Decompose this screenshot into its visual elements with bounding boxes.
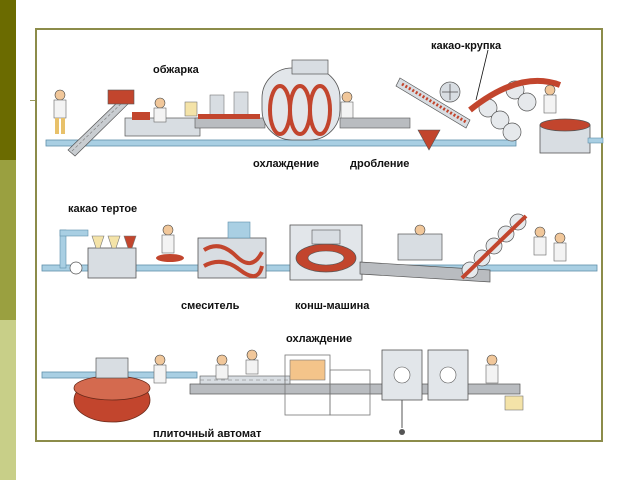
dosing-tank (69, 235, 137, 279)
row-tempering-moulding (41, 349, 524, 435)
feed-hoppers (184, 91, 249, 117)
wrapping-machine (427, 349, 469, 401)
worker-icon (543, 84, 557, 114)
row-mixing-conching (41, 213, 598, 283)
label-crushing: дробление (350, 158, 410, 170)
label-conche: конш-машина (295, 300, 370, 312)
belt-row1-b (339, 117, 411, 129)
moulding-conveyor (189, 375, 521, 395)
worker-icon (533, 226, 547, 256)
crusher-winnower (395, 77, 471, 151)
worker-icon (53, 89, 67, 134)
pointer-line (475, 49, 489, 101)
sidebar-segment-mid (0, 160, 16, 320)
worker-icon (553, 232, 567, 262)
worker-icon (485, 354, 499, 384)
mixer-machine (197, 221, 267, 279)
row-roasting-crushing (45, 49, 604, 157)
pipe-row1-floor (45, 139, 517, 147)
roller-mill (468, 77, 562, 142)
worker-icon (340, 91, 354, 121)
slide-tick-mark (30, 100, 38, 101)
label-mixer: смеситель (181, 300, 240, 312)
packed-boxes (504, 395, 524, 411)
sidebar-segment-dark (0, 0, 16, 160)
sidebar-segment-light (0, 320, 16, 480)
inclined-conveyor (67, 89, 135, 157)
label-roasting: обжарка (153, 64, 199, 76)
slide-sidebar (0, 0, 16, 480)
storage-coil (73, 357, 151, 423)
five-roll-refiner (460, 213, 528, 280)
worker-icon (153, 354, 167, 384)
label-cooling-bottom: охлаждение (286, 333, 353, 345)
worker-icon (245, 349, 259, 375)
worker-icon (215, 354, 229, 380)
wrapping-machine (381, 349, 423, 435)
spiral-cooler (261, 59, 341, 141)
label-cocoa-liquor: какао тертое (68, 203, 138, 215)
refiner-conveyor (359, 224, 491, 283)
belt-row1-a (194, 117, 266, 129)
label-cocoa-grits: какао-крупка (431, 40, 502, 52)
conche-machine (289, 224, 363, 281)
worker-icon (161, 224, 175, 254)
liquor-tank (539, 118, 604, 154)
label-bar-machine: плиточный автомат (153, 428, 262, 440)
roaster-machine (124, 97, 201, 137)
label-cooling-top: охлаждение (253, 158, 320, 170)
cooling-tunnel (284, 354, 371, 416)
